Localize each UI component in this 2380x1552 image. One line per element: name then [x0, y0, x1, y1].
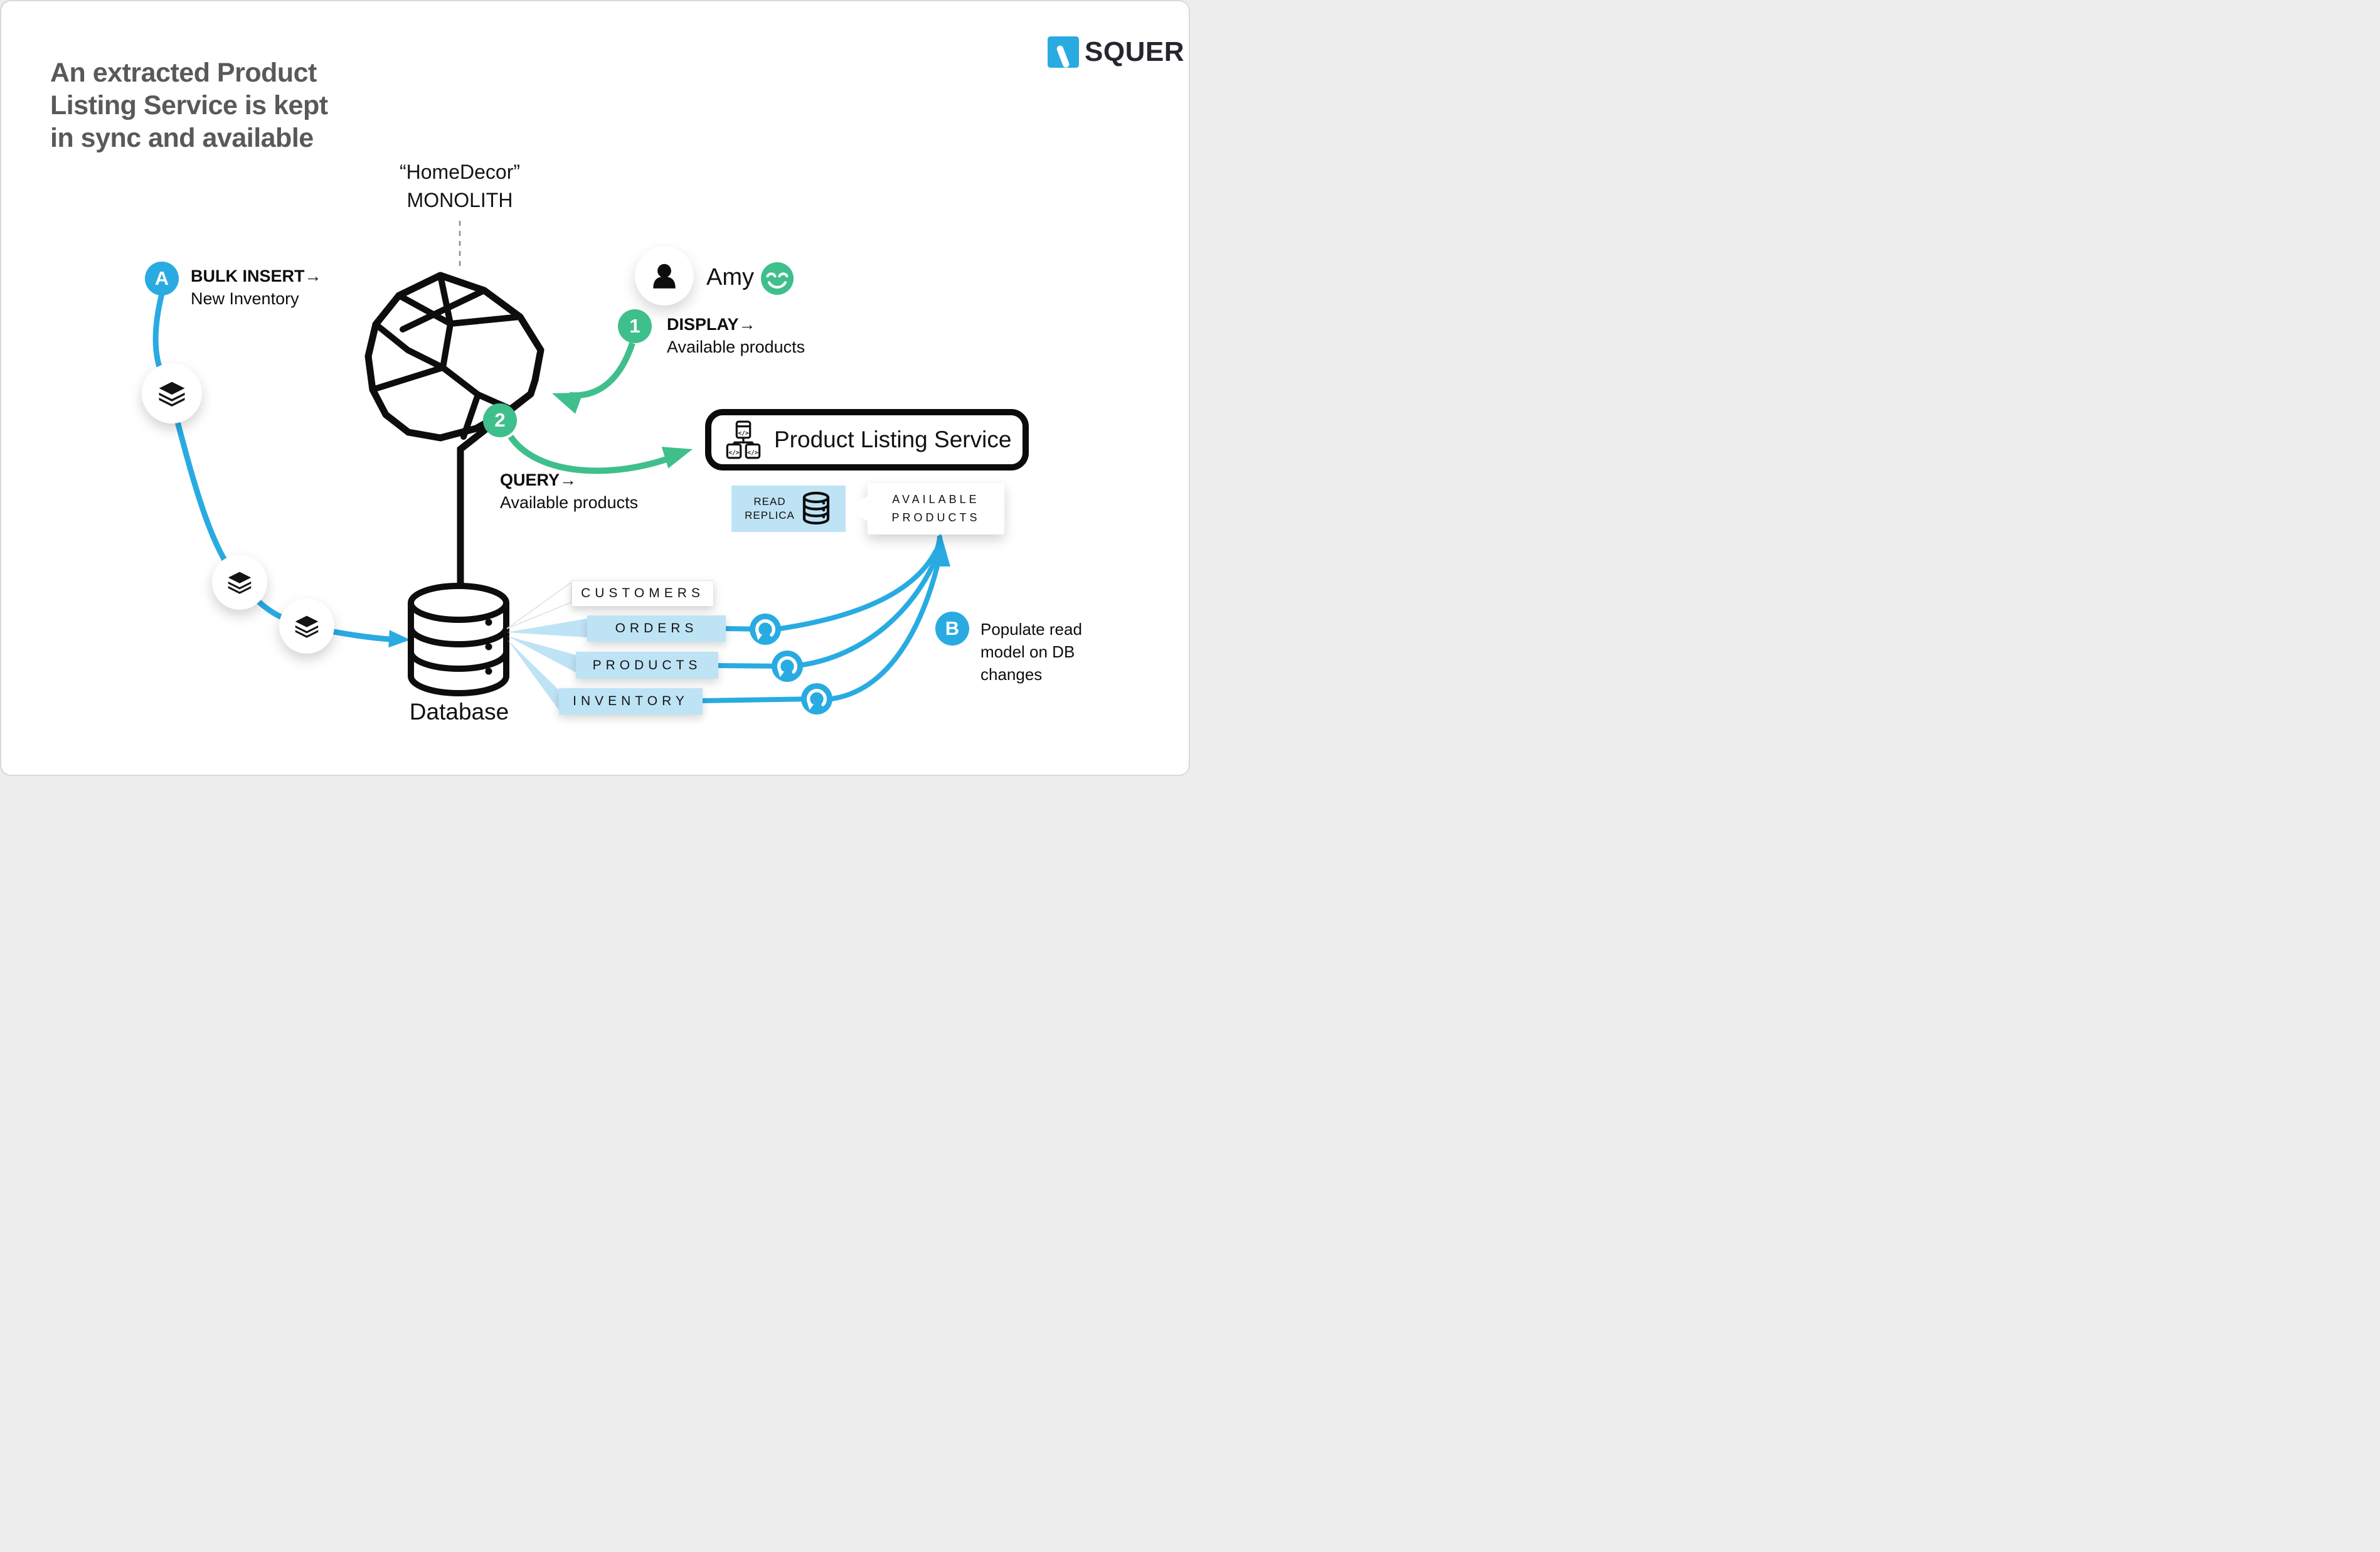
squer-logo-text: SQUER — [1085, 36, 1184, 67]
page-title: An extracted Product Listing Service is … — [50, 56, 328, 154]
service-label: Product Listing Service — [774, 427, 1012, 452]
badge-b: B — [935, 612, 969, 646]
diagram-card: An extracted Product Listing Service is … — [0, 0, 1190, 776]
display-label: DISPLAY→ — [667, 315, 756, 334]
available-products-line: PRODUCTS — [891, 511, 980, 524]
bulk-insert-sublabel: New Inventory — [191, 289, 299, 308]
monolith-type: MONOLITH — [406, 189, 513, 211]
monolith-blob — [364, 272, 545, 442]
table-box-inventory: INVENTORY — [559, 688, 703, 715]
svg-text:</>: </> — [728, 450, 740, 457]
read-replica-label: READ REPLICA — [745, 496, 795, 521]
sync-icon-products — [772, 651, 803, 682]
user-icon — [648, 260, 681, 292]
layers-icon — [224, 566, 255, 598]
batch-icon-1 — [142, 363, 202, 423]
table-callout-wedges — [506, 581, 587, 710]
table-box-products: PRODUCTS — [576, 652, 718, 679]
read-replica-box: READ REPLICA — [731, 486, 846, 532]
actor-name: Amy — [706, 264, 754, 290]
sync-icon-orders — [750, 614, 781, 645]
batch-icon-3 — [279, 598, 334, 654]
badge-2: 2 — [483, 403, 517, 437]
bulk-insert-label: BULK INSERT→ — [191, 267, 322, 285]
happy-face-icon — [761, 262, 794, 295]
product-listing-service-box: </> </> </> Product Listing Service — [705, 409, 1029, 470]
monolith-name: “HomeDecor” — [399, 161, 521, 183]
display-sublabel: Available products — [667, 338, 805, 356]
replica-db-icon — [800, 491, 832, 526]
squer-logo-mark-icon — [1048, 36, 1079, 68]
populate-note-line: model on DB — [980, 642, 1075, 661]
avatar — [635, 247, 694, 306]
display-arrow — [552, 342, 635, 414]
database-label: Database — [409, 699, 509, 725]
callout-pointer — [846, 496, 868, 521]
query-sublabel: Available products — [500, 493, 639, 512]
title-line: in sync and available — [50, 123, 314, 153]
badge-1: 1 — [618, 309, 652, 343]
title-line: Listing Service is kept — [50, 90, 328, 120]
sync-icon-inventory — [801, 683, 832, 715]
svg-text:</>: </> — [738, 430, 749, 437]
layers-icon — [154, 376, 189, 411]
query-arrow — [507, 435, 693, 474]
title-line: An extracted Product — [50, 58, 317, 88]
layers-icon — [291, 610, 322, 642]
change-stream-curves — [702, 531, 950, 703]
batch-icon-2 — [212, 555, 267, 610]
populate-note: Populate read model on DB changes — [980, 618, 1082, 686]
badge-a: A — [145, 262, 179, 295]
available-products-box: AVAILABLE PRODUCTS — [846, 483, 1004, 534]
populate-note-line: changes — [980, 665, 1043, 684]
query-label: QUERY→ — [500, 470, 577, 489]
svg-text:</>: </> — [747, 450, 758, 457]
database-icon — [408, 583, 509, 696]
available-products-line: AVAILABLE — [892, 493, 980, 506]
diagram-artwork — [152, 221, 950, 710]
table-box-orders: ORDERS — [587, 615, 726, 642]
populate-note-line: Populate read — [980, 620, 1082, 639]
code-services-icon: </> </> </> — [724, 420, 763, 459]
monolith-label: “HomeDecor” MONOLITH — [350, 158, 570, 215]
squer-logo: SQUER — [1048, 36, 1184, 68]
table-box-customers: CUSTOMERS — [571, 580, 714, 607]
